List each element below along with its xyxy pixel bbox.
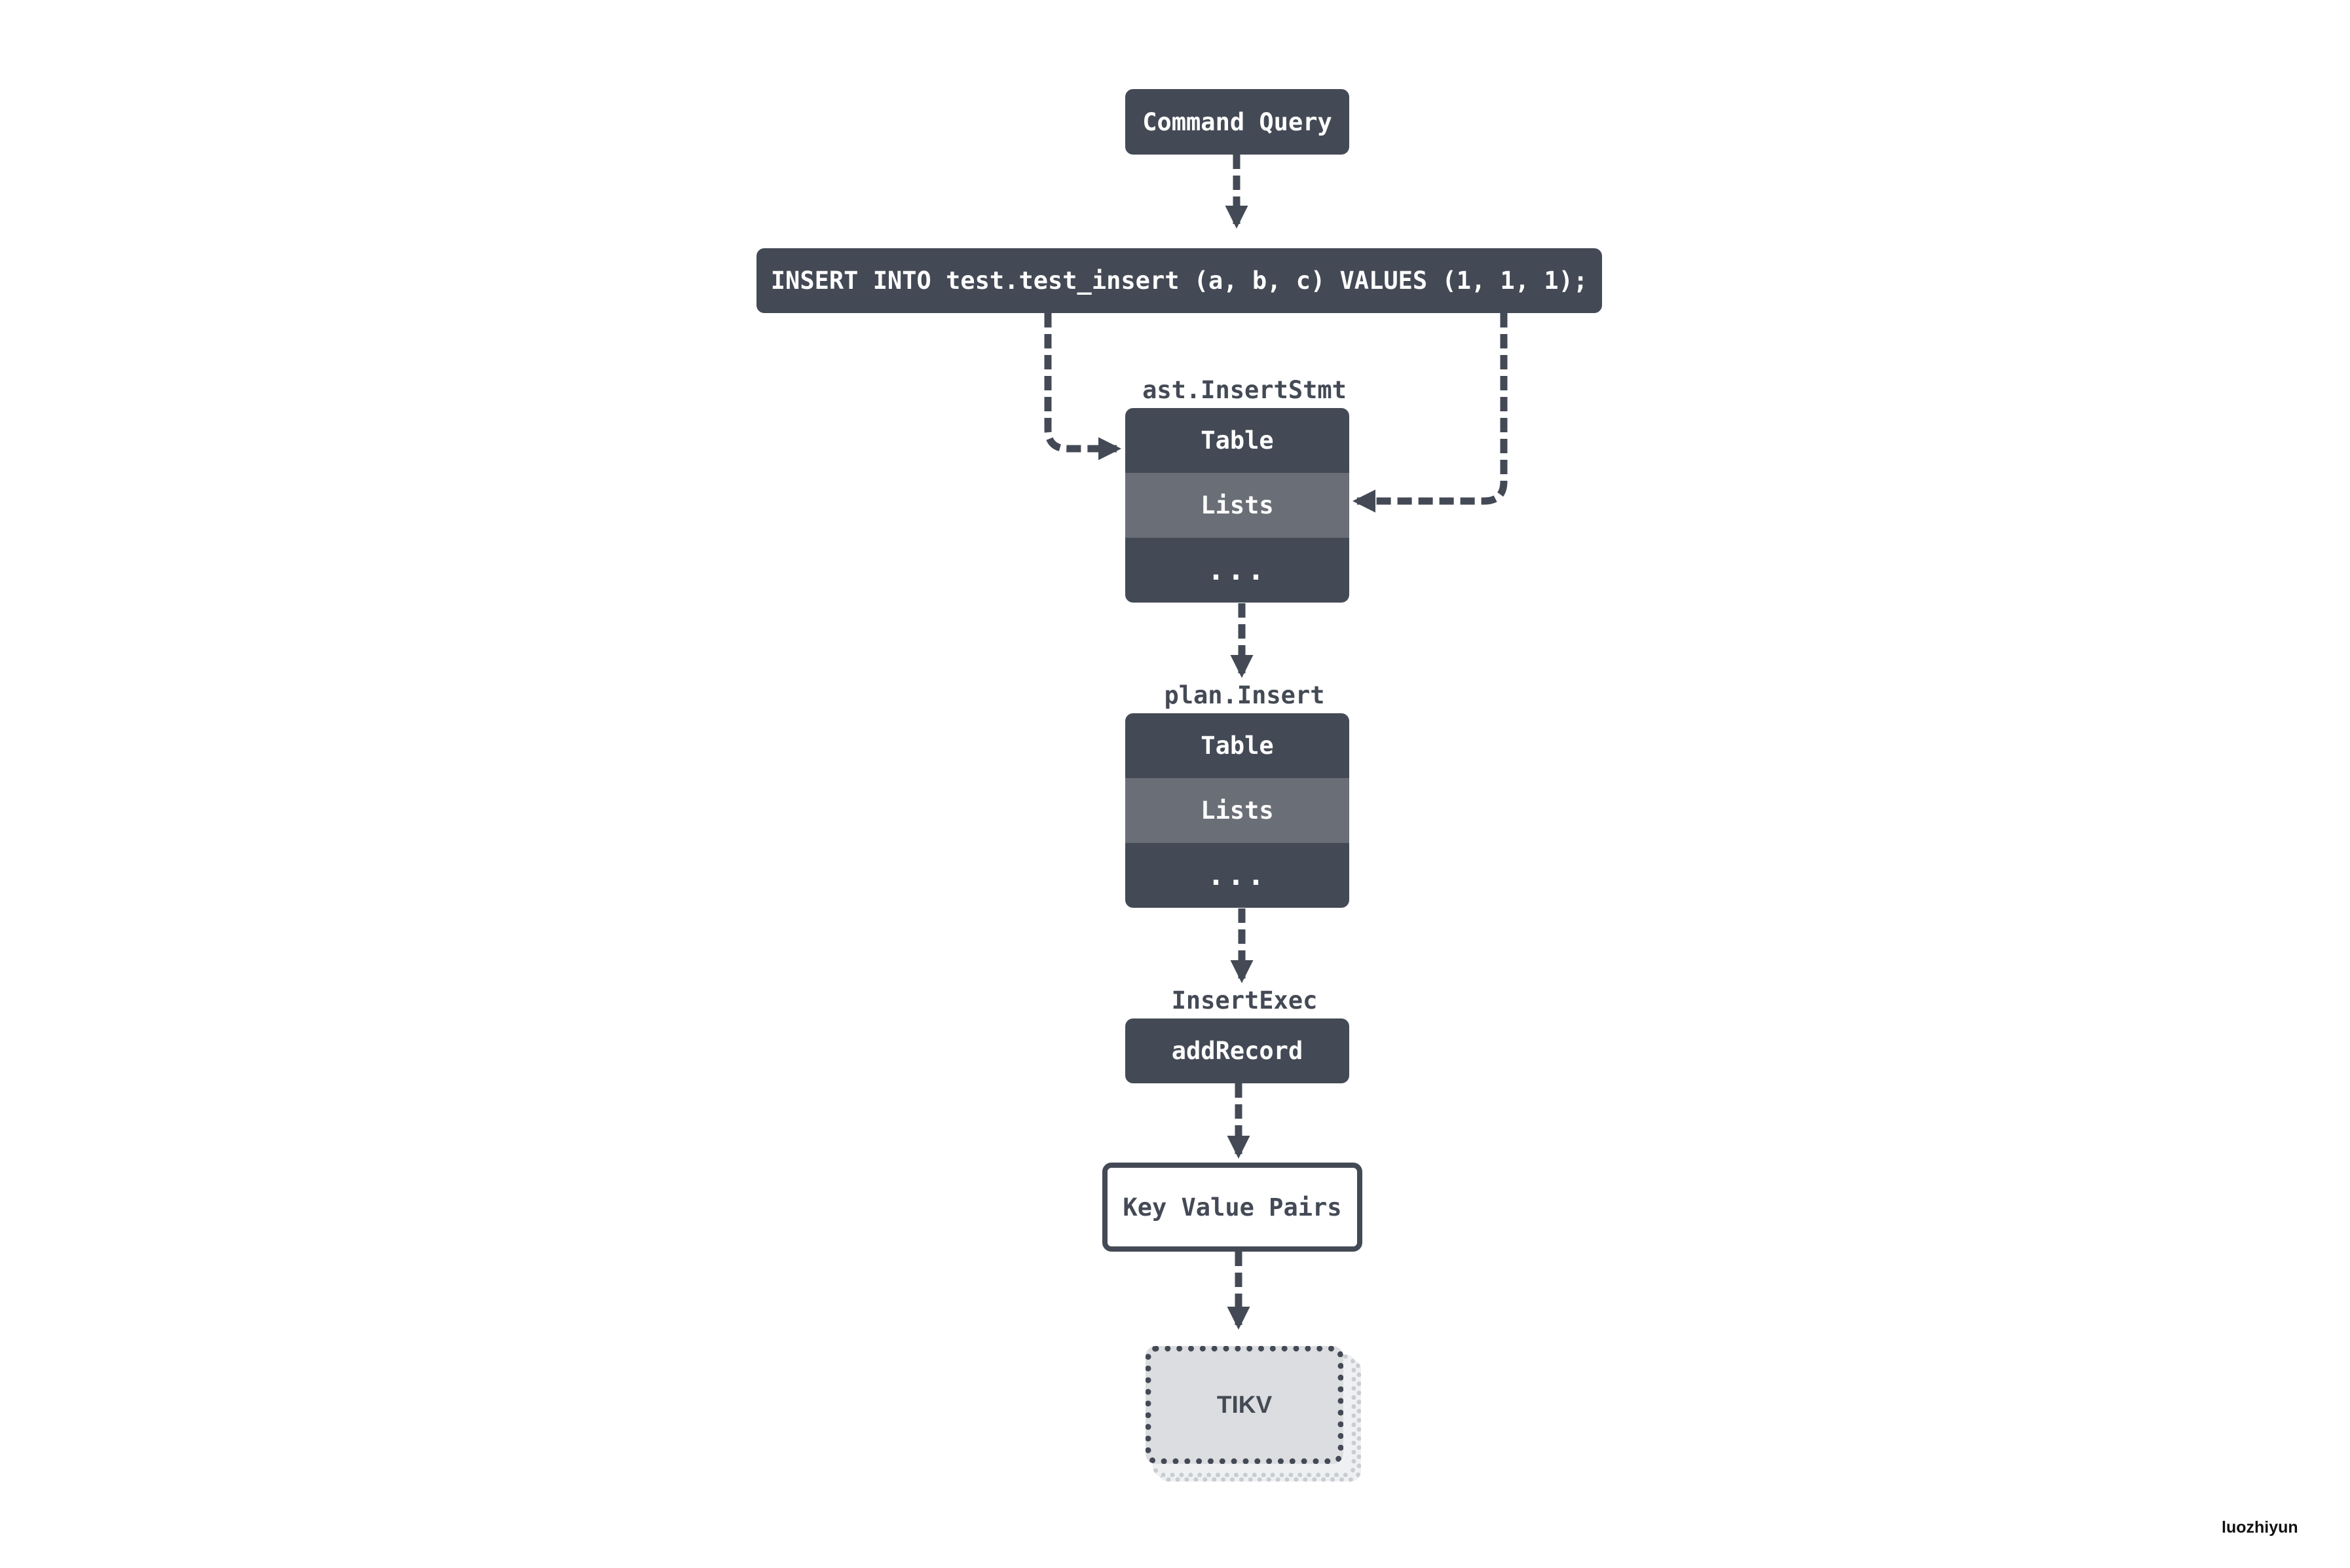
plan-table-field: Table: [1125, 713, 1349, 778]
plan-more-fields: ...: [1125, 843, 1349, 908]
add-record-node: addRecord: [1125, 1018, 1349, 1083]
insertexec-caption: InsertExec: [1171, 986, 1318, 1015]
plan-insert-node: Table Lists ...: [1125, 713, 1349, 908]
key-value-pairs-node: Key Value Pairs: [1102, 1163, 1362, 1252]
ast-insertstmt-node: Table Lists ...: [1125, 408, 1349, 603]
watermark: luozhiyun: [2222, 1518, 2298, 1537]
plan-lists-field: Lists: [1125, 778, 1349, 843]
tikv-node: TIKV: [1146, 1346, 1343, 1464]
command-query-node: Command Query: [1125, 89, 1349, 155]
arrow-sql-to-ast-lists: [1352, 313, 1508, 513]
ast-lists-field: Lists: [1125, 473, 1349, 538]
ast-insertstmt-caption: ast.InsertStmt: [1142, 376, 1347, 404]
ast-table-field: Table: [1125, 408, 1349, 473]
plan-insert-caption: plan.Insert: [1164, 681, 1325, 709]
ast-more-fields: ...: [1125, 538, 1349, 603]
arrow-sql-to-ast-table: [1044, 313, 1122, 460]
sql-statement-node: INSERT INTO test.test_insert (a, b, c) V…: [756, 248, 1602, 313]
